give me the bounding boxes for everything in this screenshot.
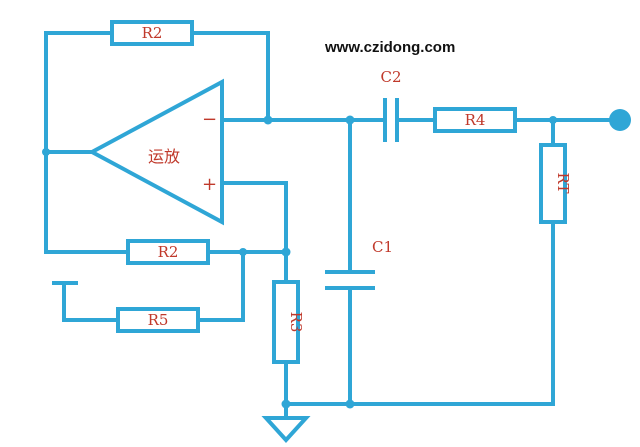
resistor-r2-bottom: R2	[126, 239, 210, 265]
opamp-triangle	[87, 78, 224, 226]
junction-dot	[281, 399, 291, 409]
resistor-r4: R4	[433, 107, 517, 133]
junction-dot	[239, 248, 247, 256]
opamp: 运放 − +	[87, 78, 224, 226]
capacitor-c2: C2	[380, 68, 402, 142]
r2-top-label: R2	[142, 24, 163, 42]
c1-label: C1	[372, 238, 393, 256]
output-terminal	[609, 109, 631, 131]
r4-label: R4	[465, 111, 486, 129]
watermark: www.czidong.com	[324, 39, 455, 56]
r5-label: R5	[148, 311, 169, 329]
c2-label: C2	[380, 68, 401, 86]
opamp-noninverting-symbol: +	[202, 174, 217, 195]
junction-dot	[42, 148, 50, 156]
junction-dot	[281, 247, 291, 257]
capacitor-c1: C1	[325, 238, 393, 290]
ground-icon	[261, 416, 311, 443]
resistor-r3: R3	[272, 280, 305, 364]
junction-dot	[345, 399, 355, 409]
resistor-rt: RT	[539, 143, 572, 224]
junction-dot	[549, 116, 557, 124]
opamp-label: 运放	[148, 147, 180, 166]
junctions	[42, 115, 557, 409]
junction-dot	[345, 115, 355, 125]
r3-label: R3	[287, 312, 305, 333]
wire-r5-right	[196, 250, 245, 322]
r2-bottom-label: R2	[158, 243, 179, 261]
wire-noninverting	[220, 181, 288, 284]
rt-label: RT	[554, 172, 572, 193]
wire-left-down	[44, 150, 130, 254]
opamp-inverting-symbol: −	[202, 109, 217, 130]
resistor-r2-top: R2	[110, 20, 194, 46]
resistor-r5: R5	[116, 307, 200, 333]
wire-r5-left	[62, 281, 120, 322]
junction-dot	[263, 115, 273, 125]
wires	[44, 31, 622, 420]
